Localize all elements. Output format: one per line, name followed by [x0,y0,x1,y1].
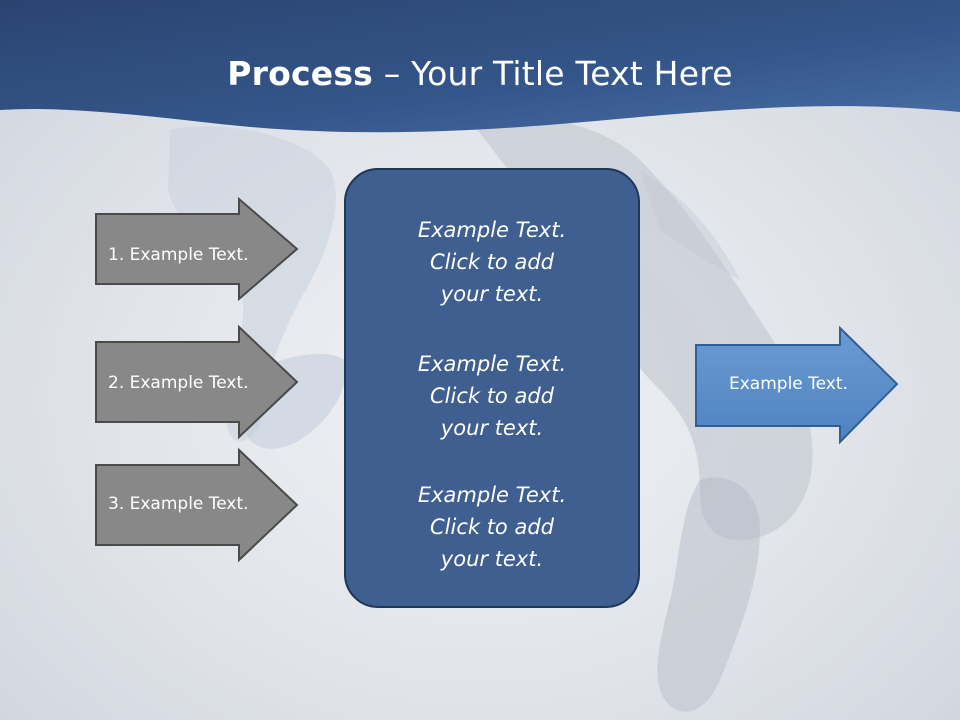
center-item-1-line2: Click to add [429,250,554,274]
center-item-1-line3: your text. [440,282,544,306]
title-bold-part: Process [227,54,374,93]
arrow-shape [95,447,299,563]
center-item-3-line1: Example Text. [417,483,567,507]
center-item-2: Example Text. Click to add your text. [346,348,638,444]
center-item-3-line3: your text. [440,547,544,571]
title-rest-part: – Your Title Text Here [373,54,733,93]
header-band [0,0,960,133]
input-arrow-3: 3. Example Text. [95,447,299,563]
center-item-1: Example Text. Click to add your text. [346,214,638,310]
arrow-shape [95,324,299,440]
output-arrow-label: Example Text. [729,374,848,394]
output-arrow: Example Text. [695,325,899,445]
center-item-3: Example Text. Click to add your text. [346,479,638,575]
input-arrow-3-label: 3. Example Text. [108,494,249,514]
center-process-box: Example Text. Click to add your text. Ex… [344,168,640,608]
input-arrow-2: 2. Example Text. [95,324,299,440]
arrow-shape [695,325,899,445]
input-arrow-1: 1. Example Text. [95,196,299,302]
input-arrow-1-label: 1. Example Text. [108,245,249,265]
center-item-2-line2: Click to add [429,384,554,408]
arrow-shape [95,196,299,302]
center-item-2-line1: Example Text. [417,352,567,376]
center-item-1-line1: Example Text. [417,218,567,242]
slide-title: Process – Your Title Text Here [0,52,960,96]
input-arrow-2-label: 2. Example Text. [108,373,249,393]
center-item-3-line2: Click to add [429,515,554,539]
center-item-2-line3: your text. [440,416,544,440]
